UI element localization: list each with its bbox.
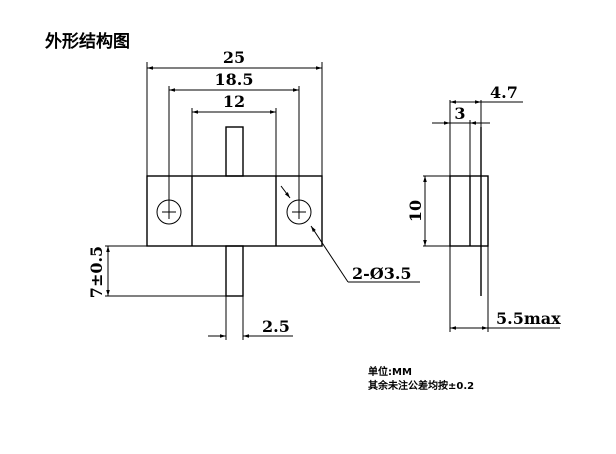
side-body	[449, 175, 489, 247]
top-lead	[225, 126, 244, 177]
dim-hole-spacing: 18.5	[215, 70, 254, 89]
bottom-lead	[225, 245, 244, 297]
dim-height: 10	[406, 200, 425, 222]
dim-lead-length: 7±0.5	[87, 246, 106, 298]
dim-total-thickness: 4.7	[490, 83, 518, 102]
dim-max-thickness: 5.5max	[496, 309, 561, 328]
dim-holes: 2-Ø3.5	[352, 264, 412, 283]
front-view: 25 18.5 12 7±0.5 2.5 2-Ø3.5	[87, 48, 420, 340]
drawing-title: 外形结构图	[45, 32, 130, 52]
dim-lead-width: 2.5	[262, 317, 290, 336]
side-view: 4.7 3 10 5.5max	[406, 83, 561, 332]
dim-base-thickness: 3	[454, 104, 465, 123]
dim-body-width: 12	[223, 92, 245, 111]
dim-overall-width: 25	[223, 48, 245, 67]
tolerance-note: 其余未注公差均按±0.2	[368, 381, 475, 392]
unit-note: 单位:MM	[368, 367, 412, 378]
flange-body	[146, 175, 323, 247]
